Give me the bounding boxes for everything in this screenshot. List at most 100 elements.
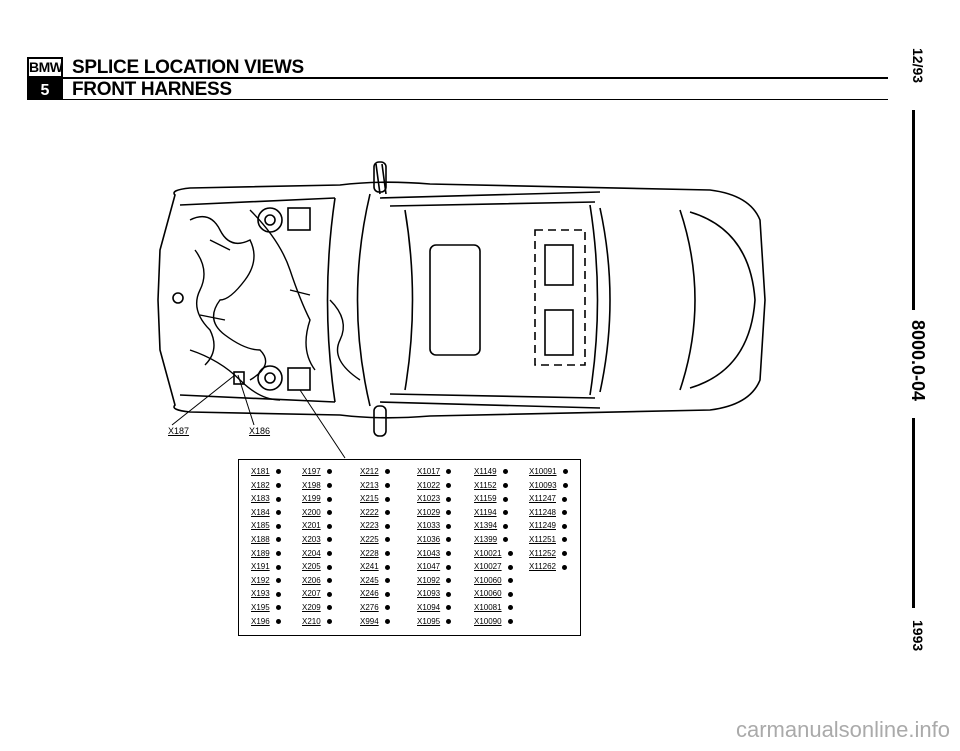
splice-code: X201 [302, 521, 321, 531]
splice-code: X192 [251, 575, 270, 585]
splice-entry: X196 [251, 617, 281, 626]
splice-entry: X1159 [474, 494, 508, 503]
splice-dot-icon [275, 482, 281, 488]
splice-code: X1023 [417, 494, 441, 504]
splice-entry: X1047 [417, 562, 452, 571]
splice-entry: X1149 [474, 467, 508, 476]
splice-code: X222 [360, 507, 379, 517]
splice-dot-icon [326, 564, 332, 570]
splice-entry: X191 [251, 562, 281, 571]
splice-entry: X10060 [474, 576, 513, 585]
splice-code: X197 [302, 467, 321, 476]
splice-dot-icon [502, 510, 508, 516]
splice-dot-icon [562, 523, 567, 529]
splice-entry: X189 [251, 549, 281, 558]
splice-code: X1194 [474, 507, 497, 517]
splice-code: X11248 [529, 507, 556, 517]
splice-dot-icon [562, 510, 567, 516]
splice-dot-icon [384, 537, 390, 543]
splice-code: X191 [251, 562, 270, 572]
splice-dot-icon [446, 591, 452, 597]
splice-entry: X1022 [417, 481, 452, 490]
splice-dot-icon [507, 591, 513, 597]
side-bar-2 [912, 418, 915, 608]
splice-entry: X1152 [474, 481, 508, 490]
splice-entry: X10027 [474, 562, 513, 571]
splice-entry: X1033 [417, 521, 452, 530]
splice-code: X1092 [417, 575, 441, 585]
splice-dot-icon [326, 605, 332, 611]
splice-entry: X11262 [529, 562, 567, 571]
splice-code: X193 [251, 589, 270, 599]
splice-code: X188 [251, 535, 270, 544]
splice-entry: X205 [302, 562, 332, 571]
splice-dot-icon [326, 496, 332, 502]
splice-code: X213 [360, 480, 379, 490]
splice-entry: X241 [360, 562, 390, 571]
splice-entry: X198 [302, 481, 332, 490]
splice-entry: X10090 [474, 617, 513, 626]
splice-code: X204 [302, 548, 321, 558]
splice-entry: X1036 [417, 535, 452, 544]
splice-code: X994 [360, 616, 379, 626]
splice-code: X10021 [474, 548, 502, 558]
splice-dot-icon [384, 591, 390, 597]
side-margin: 12/93 8000.0-04 1993 [900, 40, 930, 680]
splice-dot-icon [275, 578, 281, 584]
splice-dot-icon [384, 605, 390, 611]
subtitle-rule [27, 99, 888, 100]
splice-dot-icon [507, 578, 513, 584]
splice-dot-icon [446, 523, 452, 529]
splice-entry: X182 [251, 481, 281, 490]
splice-dot-icon [446, 482, 452, 488]
splice-dot-icon [507, 605, 513, 611]
splice-entry: X199 [302, 494, 332, 503]
splice-code: X11252 [529, 548, 556, 558]
splice-dot-icon [384, 496, 390, 502]
splice-dot-icon [446, 618, 452, 624]
splice-dot-icon [326, 510, 332, 516]
splice-code: X203 [302, 535, 321, 544]
splice-dot-icon [275, 564, 281, 570]
splice-code: X1149 [474, 467, 497, 476]
splice-dot-icon [446, 605, 452, 611]
watermark: carmanualsonline.info [735, 717, 950, 742]
splice-entry: X204 [302, 549, 332, 558]
car-top-view-diagram [157, 161, 766, 437]
splice-entry: X213 [360, 481, 390, 490]
splice-dot-icon [275, 469, 281, 475]
splice-entry: X183 [251, 494, 281, 503]
splice-code: X1399 [474, 535, 498, 544]
splice-entry: X246 [360, 589, 390, 598]
splice-code: X189 [251, 548, 270, 558]
splice-dot-icon [446, 510, 452, 516]
splice-code: X10091 [529, 467, 557, 476]
splice-entry: X1023 [417, 494, 452, 504]
splice-entry: X276 [360, 603, 390, 612]
splice-dot-icon [275, 605, 281, 611]
splice-code: X10090 [474, 616, 502, 626]
splice-entry: X223 [360, 521, 390, 530]
splice-code: X276 [360, 603, 379, 612]
splice-entry: X11252 [529, 549, 567, 558]
splice-code: X182 [251, 480, 270, 490]
splice-dot-icon [275, 523, 281, 529]
splice-dot-icon [507, 550, 513, 556]
splice-entry: X210 [302, 617, 332, 626]
splice-dot-icon [562, 496, 567, 502]
splice-entry: X11249 [529, 521, 567, 530]
splice-code: X183 [251, 494, 270, 504]
splice-dot-icon [326, 550, 332, 556]
splice-dot-icon [326, 591, 332, 597]
splice-dot-icon [446, 550, 452, 556]
splice-dot-icon [446, 564, 452, 570]
splice-entry: X1043 [417, 549, 452, 558]
splice-code: X241 [360, 562, 379, 572]
splice-dot-icon [562, 564, 567, 570]
side-section: 8000.0-04 [908, 320, 928, 402]
splice-code: X1094 [417, 603, 441, 612]
splice-dot-icon [384, 482, 390, 488]
splice-dot-icon [384, 550, 390, 556]
splice-code: X185 [251, 521, 270, 531]
